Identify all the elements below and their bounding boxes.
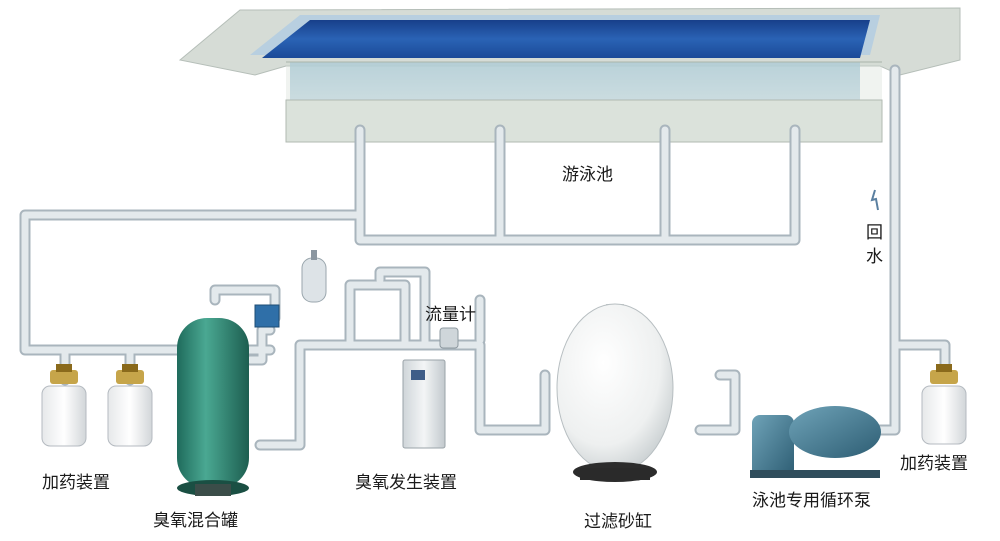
sand-filter — [556, 303, 674, 482]
label-return-water: 回 水 — [866, 223, 888, 267]
label-flowmeter: 流量计 — [425, 305, 476, 325]
label-sand-filter: 过滤砂缸 — [584, 511, 652, 532]
return-arrow-icon — [870, 189, 879, 211]
ozone-generator — [402, 359, 446, 449]
label-pool: 游泳池 — [562, 165, 613, 185]
dosing-unit-left-2 — [107, 364, 153, 447]
label-dosing-right: 加药装置 — [900, 454, 968, 474]
flowmeter — [439, 327, 459, 349]
label-return-water-2: 水 — [866, 247, 883, 267]
label-ozone-generator: 臭氧发生装置 — [355, 473, 457, 493]
label-ozone-mixing-tank: 臭氧混合罐 — [153, 511, 238, 531]
ozone-mixing-tank — [177, 318, 249, 496]
expansion-tank — [254, 250, 327, 328]
label-return-water-1: 回 — [866, 223, 883, 243]
pipe-network — [19, 64, 951, 451]
circulation-pump — [750, 406, 881, 478]
label-dosing-left: 加药装置 — [42, 473, 110, 493]
label-circulation-pump: 泳池专用循环泵 — [752, 491, 871, 511]
dosing-unit-left-1 — [41, 364, 87, 447]
swimming-pool — [178, 7, 961, 143]
dosing-unit-right — [921, 364, 967, 445]
